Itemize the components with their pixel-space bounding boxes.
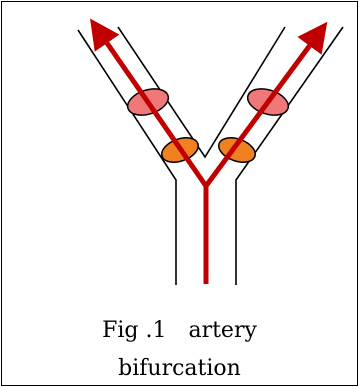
figure-caption-line1: Fig .1 artery: [0, 312, 359, 344]
blood-flow: [98, 30, 319, 284]
vessel-walls: [78, 27, 343, 285]
flow-arrow-left: [98, 30, 206, 186]
figure-caption-line2: bifurcation: [0, 356, 359, 381]
flow-arrow-right: [206, 33, 319, 186]
